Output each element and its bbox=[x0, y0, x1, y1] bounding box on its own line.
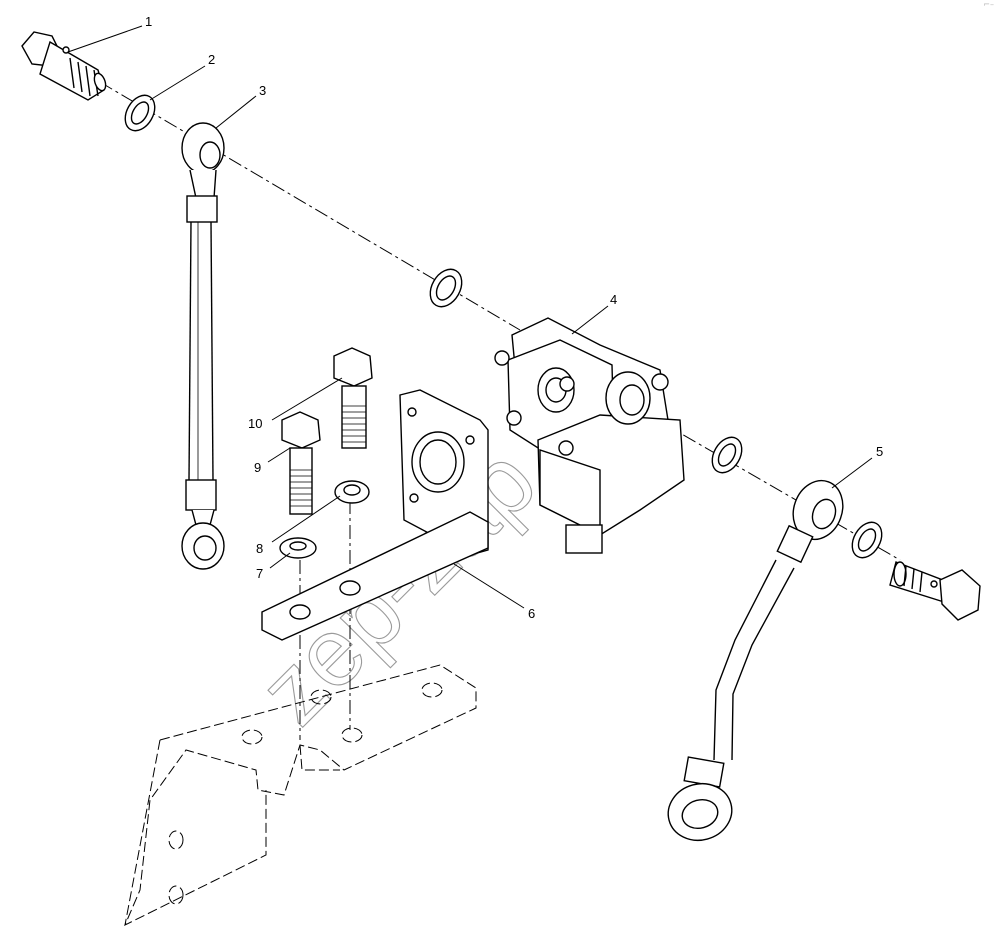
callout-10: 10 bbox=[248, 416, 262, 431]
washer-8 bbox=[334, 480, 370, 504]
bracket-6 bbox=[261, 389, 489, 641]
washer-7 bbox=[279, 537, 317, 559]
frame-bracket-phantom bbox=[124, 664, 477, 927]
callout-5: 5 bbox=[876, 444, 883, 459]
washer-2 bbox=[124, 94, 156, 132]
leader-lines bbox=[67, 25, 873, 609]
bolt-9 bbox=[281, 411, 321, 515]
corner-mark: ⌐– bbox=[983, 0, 994, 9]
washer-far-right bbox=[851, 521, 883, 559]
bolt-10 bbox=[333, 347, 373, 449]
callout-7: 7 bbox=[256, 566, 263, 581]
washer-middle bbox=[429, 268, 463, 308]
callout-3: 3 bbox=[259, 83, 266, 98]
valve-body-4 bbox=[494, 317, 685, 554]
washer-right bbox=[711, 436, 743, 474]
banjo-bolt-top bbox=[21, 31, 107, 101]
callout-8: 8 bbox=[256, 541, 263, 556]
callout-2: 2 bbox=[208, 52, 215, 67]
hose-5 bbox=[667, 479, 844, 841]
callout-9: 9 bbox=[254, 460, 261, 475]
banjo-bolt-right bbox=[889, 561, 981, 621]
callout-4: 4 bbox=[610, 292, 617, 307]
hose-3 bbox=[181, 122, 225, 570]
callout-1: 1 bbox=[145, 14, 152, 29]
callout-6: 6 bbox=[528, 606, 535, 621]
